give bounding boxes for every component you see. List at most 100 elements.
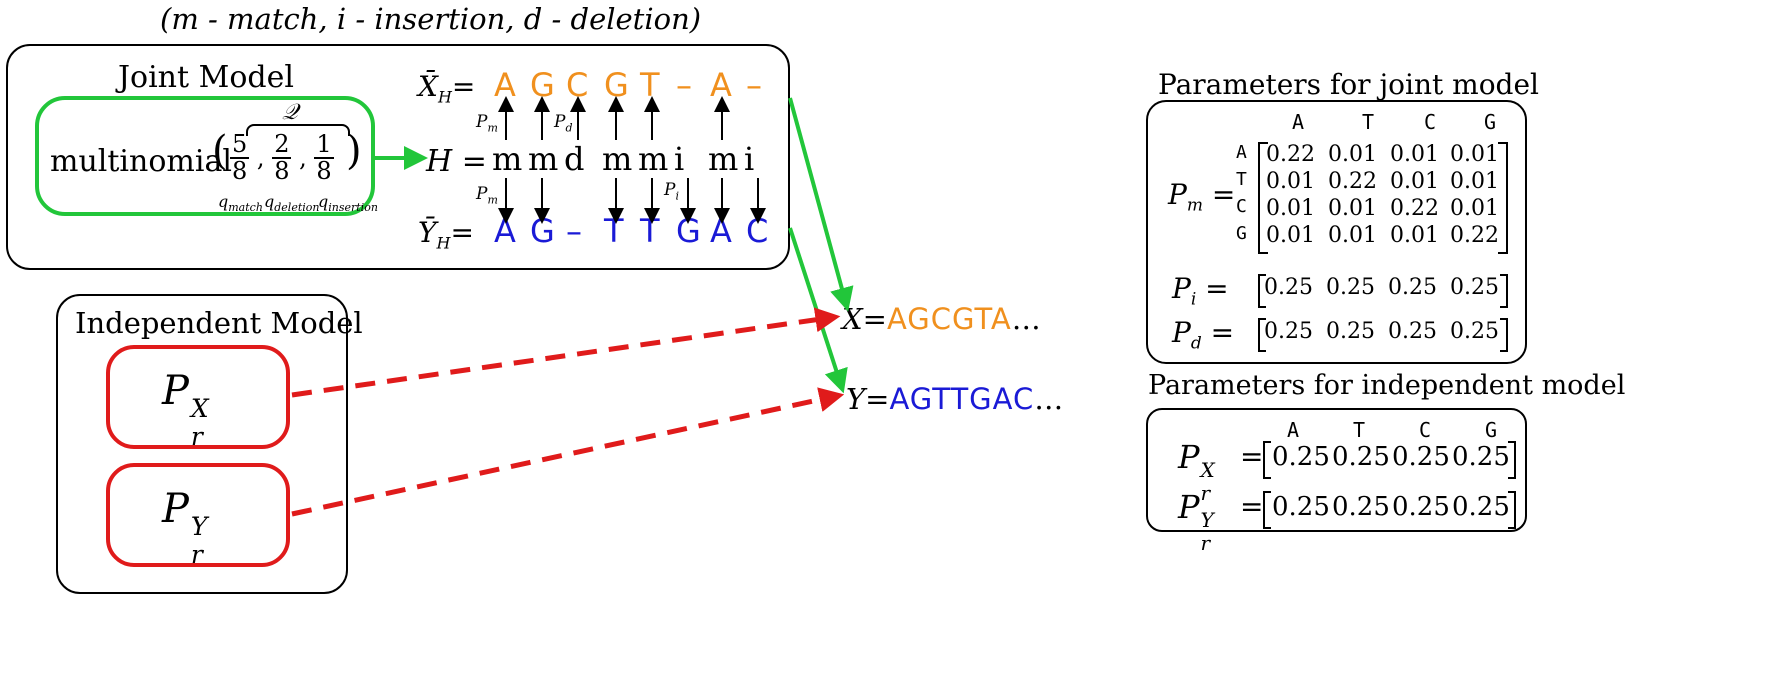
- xh-char: C: [566, 66, 589, 104]
- xh-label: X̄H=: [418, 70, 476, 107]
- yh-label: ȲH=: [418, 216, 474, 253]
- yh-char: A: [710, 212, 732, 250]
- independent-model-title: Independent Model: [75, 306, 363, 340]
- yh-char: A: [494, 212, 516, 250]
- q-deletion-label: qdeletion: [264, 192, 320, 215]
- pi-cell: 0.25: [1326, 275, 1375, 300]
- column-header: T: [1353, 418, 1366, 442]
- prx-cell: 0.25: [1452, 442, 1510, 472]
- pm-cell: 0.01: [1266, 196, 1315, 221]
- xh-char: A: [494, 66, 516, 104]
- h-char: m: [528, 140, 559, 178]
- row-header: G: [1236, 223, 1247, 244]
- params-indep-box: [1146, 408, 1527, 532]
- legend-caption: (m - match, i - insertion, d - deletion): [160, 2, 702, 36]
- pi-bracket-left: [1258, 274, 1266, 308]
- yh-char: T: [640, 212, 660, 250]
- pm-cell: 0.01: [1390, 223, 1439, 248]
- pry-to-y-arrow: [291, 387, 845, 517]
- pm-cell: 0.01: [1450, 196, 1499, 221]
- prx-cell: 0.25: [1272, 442, 1330, 472]
- xh-char: G: [604, 66, 629, 104]
- xh-char: A: [710, 66, 732, 104]
- xh-char: –: [676, 66, 692, 104]
- h-char: i: [674, 140, 685, 178]
- prx-bracket-right: [1508, 441, 1516, 479]
- joint-model-title: Joint Model: [118, 60, 294, 95]
- xh-char: T: [640, 66, 660, 104]
- pm-cell: 0.01: [1390, 142, 1439, 167]
- pi-vector-label: Pi =: [1172, 272, 1229, 310]
- column-header: T: [1362, 110, 1375, 134]
- q-overbrace: [246, 124, 350, 136]
- pi-label: Pi: [664, 180, 679, 203]
- y-output: Y=AGTTGAC…: [846, 382, 1064, 416]
- h-label: H =: [426, 144, 487, 179]
- pm-cell: 0.01: [1328, 223, 1377, 248]
- pi-cell: 0.25: [1264, 275, 1313, 300]
- xh-char: G: [530, 66, 555, 104]
- yh-char: T: [604, 212, 624, 250]
- h-char: d: [564, 140, 585, 178]
- pm-cell: 0.01: [1328, 196, 1377, 221]
- h-char: m: [708, 140, 739, 178]
- h-char: m: [492, 140, 523, 178]
- row-header: C: [1236, 196, 1247, 217]
- pd-vector-label: Pd =: [1172, 316, 1235, 354]
- pd-label: Pd: [554, 112, 573, 135]
- pd-cell: 0.25: [1326, 319, 1375, 344]
- row-header: A: [1236, 142, 1247, 163]
- pm-cell: 0.01: [1328, 142, 1377, 167]
- pm-matrix-label: Pm =: [1168, 178, 1236, 216]
- pd-bracket-right: [1500, 318, 1508, 352]
- pi-cell: 0.25: [1388, 275, 1437, 300]
- prx-cell: 0.25: [1392, 442, 1450, 472]
- pm-top-label: Pm: [476, 112, 498, 135]
- pry-bracket-left: [1263, 491, 1271, 529]
- prx-cell: 0.25: [1332, 442, 1390, 472]
- pm-bracket-left: [1258, 142, 1268, 254]
- q-insertion-label: qinsertion: [318, 192, 378, 215]
- pm-cell: 0.22: [1450, 223, 1499, 248]
- h-char: m: [602, 140, 633, 178]
- pry-equals: =: [1240, 490, 1264, 523]
- h-char: i: [744, 140, 755, 178]
- pd-bracket-left: [1258, 318, 1266, 352]
- yh-char: –: [566, 212, 582, 250]
- column-header: G: [1484, 110, 1497, 134]
- paren-close: ): [346, 128, 362, 174]
- prx-equals: =: [1240, 440, 1264, 473]
- pry-cell: 0.25: [1392, 492, 1450, 522]
- column-header: A: [1292, 110, 1305, 134]
- prx-box: [106, 345, 290, 449]
- x-output: X=AGCGTA…: [842, 302, 1041, 336]
- pm-cell: 0.22: [1390, 196, 1439, 221]
- pd-cell: 0.25: [1450, 319, 1499, 344]
- pm-cell: 0.01: [1390, 169, 1439, 194]
- params-indep-title: Parameters for independent model: [1148, 370, 1626, 401]
- yh-char: C: [746, 212, 769, 250]
- pm-bracket-right: [1498, 142, 1508, 254]
- pm-cell: 0.01: [1266, 223, 1315, 248]
- pd-cell: 0.25: [1264, 319, 1313, 344]
- prx-to-x-arrow: [291, 307, 841, 398]
- pm-cell: 0.22: [1328, 169, 1377, 194]
- q-symbol: 𝒬: [282, 100, 298, 125]
- pry-box: [106, 463, 290, 567]
- column-header: C: [1424, 110, 1437, 134]
- h-char: m: [638, 140, 669, 178]
- pry-bracket-right: [1508, 491, 1516, 529]
- pm-cell: 0.01: [1266, 169, 1315, 194]
- pd-cell: 0.25: [1388, 319, 1437, 344]
- multinomial-box: [35, 96, 375, 216]
- pm-bottom-label: Pm: [476, 184, 498, 207]
- column-header: C: [1419, 418, 1432, 442]
